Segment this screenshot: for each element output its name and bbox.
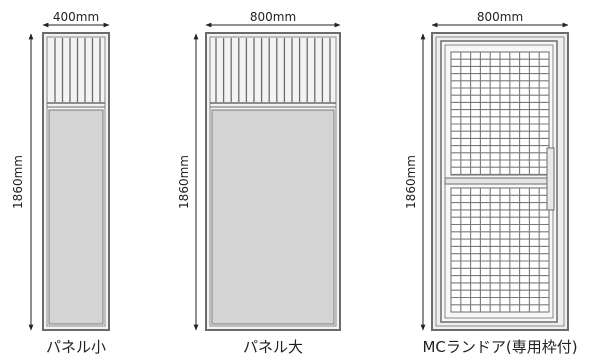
mc-door-middle-rail: [444, 177, 554, 185]
mc-door-width-label: 800mm: [477, 10, 523, 24]
panel-large-slatted-section: [215, 38, 331, 102]
panel-large-caption: パネル大: [243, 338, 303, 356]
mc-door-latch: [546, 147, 555, 211]
panel-large-figure: 800mm 1860mm パネル大: [177, 10, 341, 356]
panel-small-infill: [48, 109, 104, 325]
mc-door-caption: MCランドア(専用枠付): [422, 338, 577, 356]
mc-door-height-label: 1860mm: [404, 155, 418, 209]
panel-small-width-label: 400mm: [53, 10, 99, 24]
panel-small-height-label: 1860mm: [11, 155, 25, 209]
panel-small-caption: パネル小: [46, 338, 106, 356]
panel-small-slatted-section: [54, 38, 101, 102]
panel-large-height-label: 1860mm: [177, 155, 191, 209]
mc-door-figure: 800mm 1860mm MCランドア(専用枠付): [404, 10, 578, 356]
panel-small-figure: 400mm 1860mm パネル小: [11, 10, 110, 356]
panel-large-infill: [211, 109, 335, 325]
panel-large-width-label: 800mm: [250, 10, 296, 24]
